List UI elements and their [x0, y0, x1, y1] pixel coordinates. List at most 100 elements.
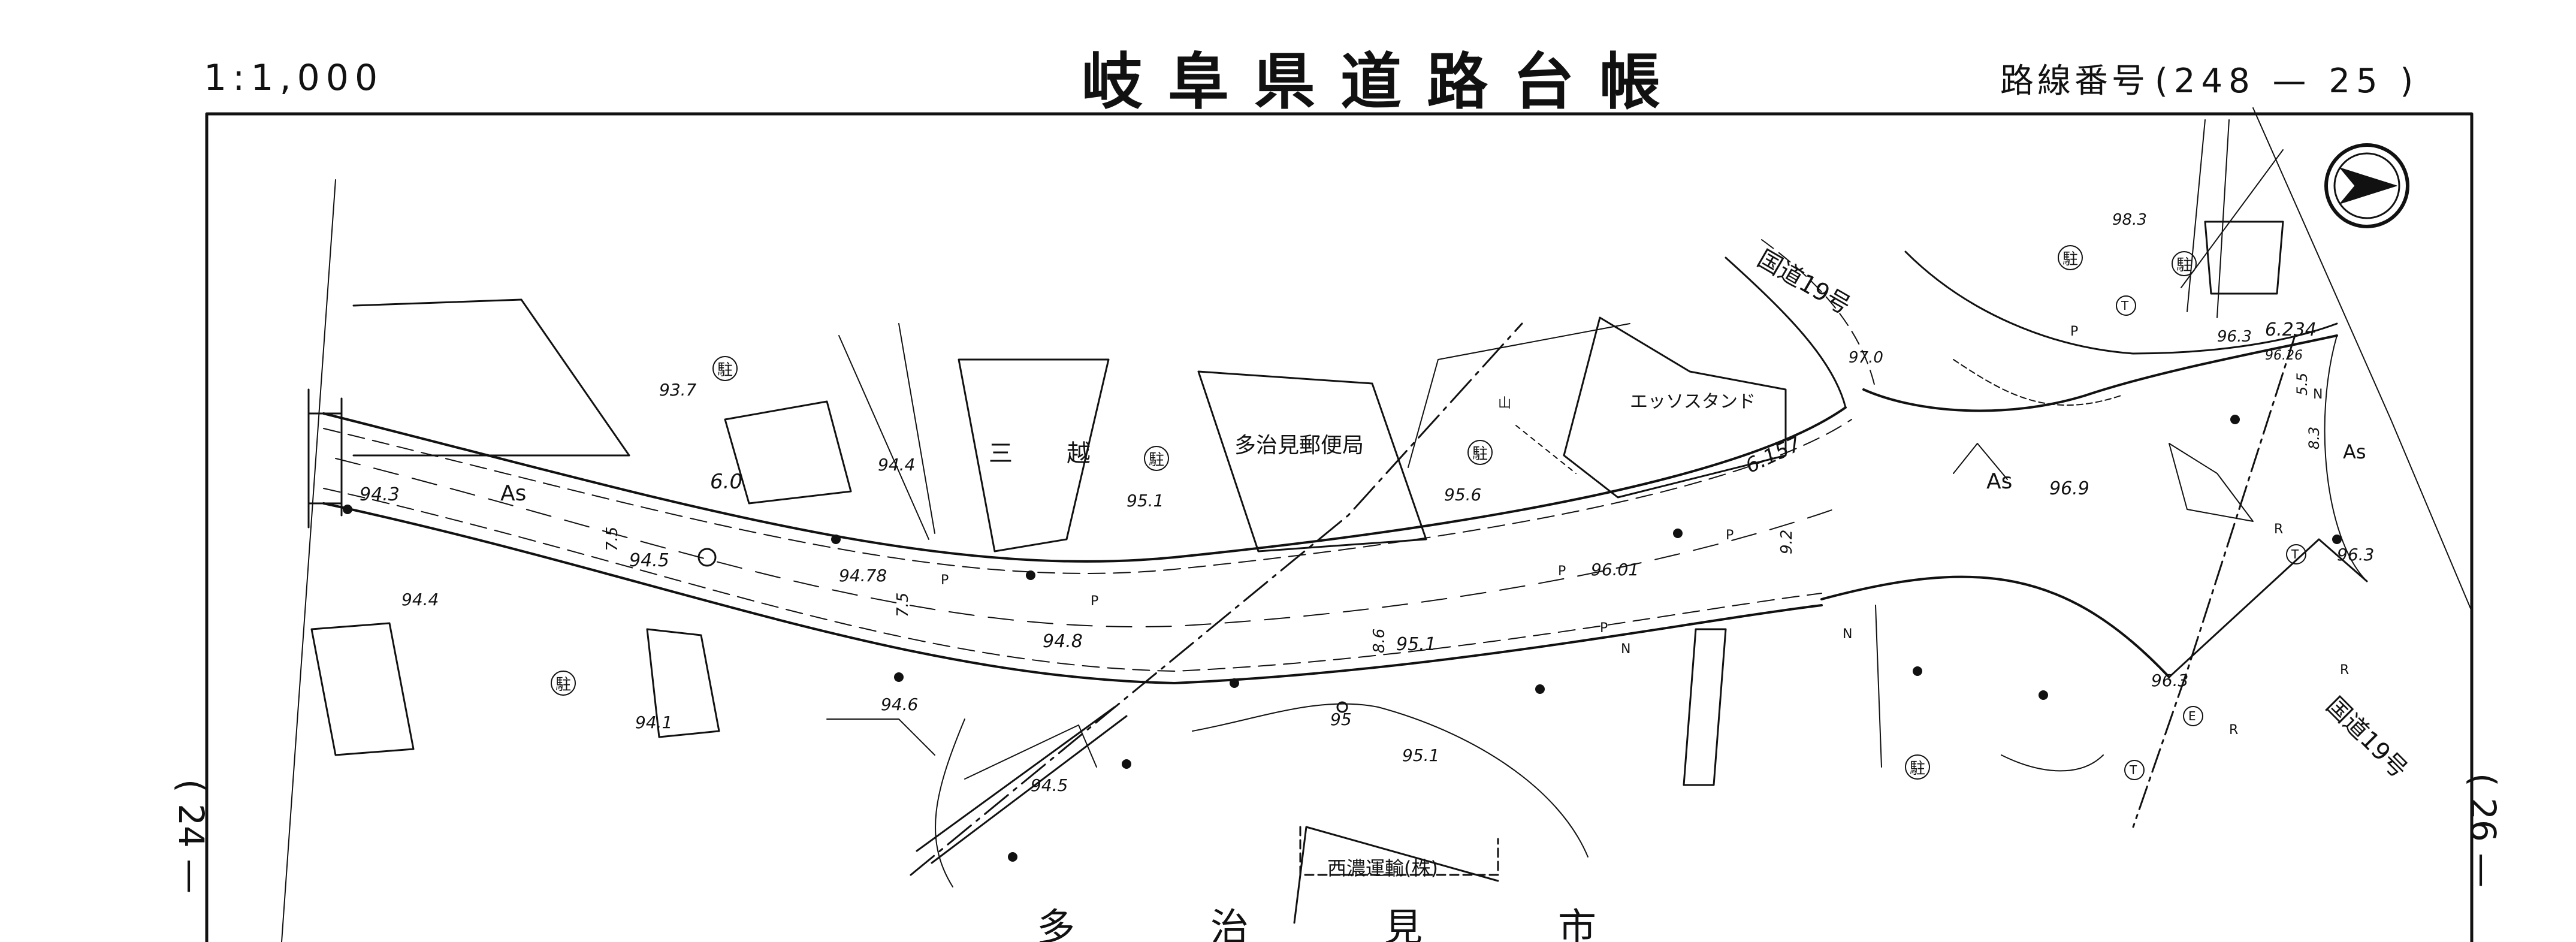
elevation-label: 96.26	[2265, 348, 2303, 363]
parking-symbols: 駐 駐 駐 駐 駐 駐 駐	[551, 245, 2197, 780]
elevation-label: 94.4	[878, 455, 915, 475]
mark-label: N	[1621, 642, 1630, 657]
route-number-code: (248 — 25 )	[2155, 62, 2420, 101]
main-road	[307, 388, 1852, 684]
elevation-label: 95.1	[1396, 634, 1436, 655]
elevation-label: 95	[1330, 709, 1352, 729]
elevation-label: 94.5	[629, 550, 669, 571]
map-scale: 1:1,000	[204, 57, 384, 99]
svg-text:駐: 駐	[2062, 250, 2078, 268]
mark-label: P	[1726, 528, 1734, 543]
adjacent-sheet-next: ( 26 —	[2463, 773, 2503, 888]
parking-icon: 駐	[1467, 440, 1493, 465]
mark-circle: T	[2286, 544, 2306, 564]
mark-label: P	[2070, 324, 2078, 339]
svg-text:駐: 駐	[1910, 760, 1925, 778]
elevation-label: 94.5	[1031, 775, 1068, 795]
map-frame	[205, 112, 2474, 942]
svg-text:駐: 駐	[555, 676, 571, 694]
road-width-label: 5.5	[2294, 373, 2311, 395]
mark-label: P	[1600, 621, 1608, 636]
buildings	[310, 221, 2284, 924]
asphalt-label-left: As	[500, 481, 526, 506]
elevation-label: 95.1	[1402, 745, 1439, 765]
mark-label: N	[1843, 627, 1852, 642]
elevation-label: 96.3	[2217, 328, 2252, 346]
seino-transport-label: 西濃運輸(株)	[1327, 857, 1438, 880]
mark-label: N	[2313, 387, 2323, 402]
mark-circle: T	[2124, 760, 2145, 780]
route-19-label-top: 国道19号	[1753, 245, 1855, 320]
mark-label: R	[2340, 663, 2349, 678]
rail-track	[916, 706, 1128, 864]
mitsukoshi-label-b: 越	[1067, 440, 1091, 467]
svg-text:T: T	[2121, 298, 2129, 313]
elevation-label: 95.6	[1444, 485, 1481, 505]
esso-station-label: エッソスタンド	[1630, 391, 1756, 412]
elevation-labels: 93.7 94.3 94.4 94.5 94.78 94.4 94.1 94.6…	[360, 211, 2374, 795]
city-label-a: 多	[1037, 906, 1075, 942]
adjacent-sheet-previous: ( 24 —	[171, 779, 212, 894]
elevation-label: 98.3	[2112, 211, 2147, 229]
asphalt-label-edge: As	[2343, 440, 2366, 463]
road-width-label: 7.5	[894, 593, 912, 617]
route-number: 路線番号(248 — 25 )	[2000, 54, 2419, 102]
elevation-label: 95.1	[1127, 491, 1164, 511]
road-width-label: 6.234	[2265, 319, 2317, 340]
north-arrow-icon	[2324, 143, 2409, 228]
elevation-label: 94.8	[1043, 631, 1083, 652]
road-width-label: 9.2	[1778, 530, 1796, 554]
small-marks: P P P P P N N P N R R R T T E T	[941, 295, 2349, 780]
svg-text:駐: 駐	[1149, 451, 1164, 469]
svg-text:T: T	[2291, 547, 2299, 561]
svg-text:T: T	[2129, 763, 2137, 777]
elevation-label: 96.3	[2337, 545, 2374, 564]
elevation-label: 96.01	[1591, 560, 1639, 579]
mitsukoshi-label-a: 三	[989, 440, 1013, 467]
road-width-label: 8.3	[2306, 427, 2323, 449]
national-route-19	[1725, 107, 2472, 828]
elevation-label: 94.4	[401, 590, 439, 609]
mark-label: P	[1558, 564, 1566, 579]
svg-text:駐: 駐	[2176, 256, 2192, 274]
road-width-label: 8.6	[1370, 629, 1388, 653]
asphalt-label-right: As	[1986, 469, 2012, 494]
mark-circle: T	[2116, 295, 2136, 316]
parcel-lines	[281, 179, 2254, 942]
parking-icon: 駐	[712, 356, 738, 381]
elevation-label: 94.6	[881, 695, 918, 714]
parking-icon: 駐	[2058, 245, 2083, 270]
elevation-label: 96.9	[2049, 478, 2089, 499]
route-number-label: 路線番号	[2000, 62, 2149, 101]
mark-label: R	[2229, 723, 2238, 738]
mark-label: P	[941, 573, 949, 588]
elevation-label: 96.3	[2151, 671, 2188, 690]
mark-circle: E	[2183, 706, 2203, 726]
road-width-label: 7.5	[603, 527, 621, 551]
mark-label: P	[1091, 594, 1098, 609]
post-office-label: 多治見郵便局	[1234, 433, 1364, 458]
svg-text:E: E	[2188, 709, 2196, 723]
rail-line	[910, 322, 1523, 876]
mountain-mark: 山	[1498, 396, 1511, 411]
elevation-label: 94.1	[635, 712, 672, 732]
map-title: 岐阜県道路台帳	[1082, 47, 1686, 118]
city-label-c: 見	[1384, 906, 1423, 942]
parking-icon: 駐	[2172, 251, 2197, 276]
city-label-d: 市	[1558, 906, 1596, 942]
parking-icon: 駐	[1144, 446, 1169, 471]
road-width-label: 6.0	[710, 470, 742, 494]
parking-icon: 駐	[1905, 754, 1930, 780]
city-label-b: 治	[1210, 906, 1249, 942]
map-labels: 国道19号 国道19号 三 越 多治見郵便局 エッソスタンド 西濃運輸(株) 山…	[500, 245, 2412, 942]
road-width-label: 6.157	[1742, 432, 1805, 479]
route-19-label-bottom: 国道19号	[2321, 692, 2412, 784]
mark-label: R	[2274, 522, 2283, 537]
elevation-label: 97.0	[1849, 349, 1883, 367]
svg-text:駐: 駐	[1472, 445, 1488, 463]
parking-icon: 駐	[551, 671, 576, 696]
svg-text:駐: 駐	[717, 361, 733, 379]
point-features	[343, 415, 2342, 862]
elevation-label: 93.7	[659, 380, 697, 400]
